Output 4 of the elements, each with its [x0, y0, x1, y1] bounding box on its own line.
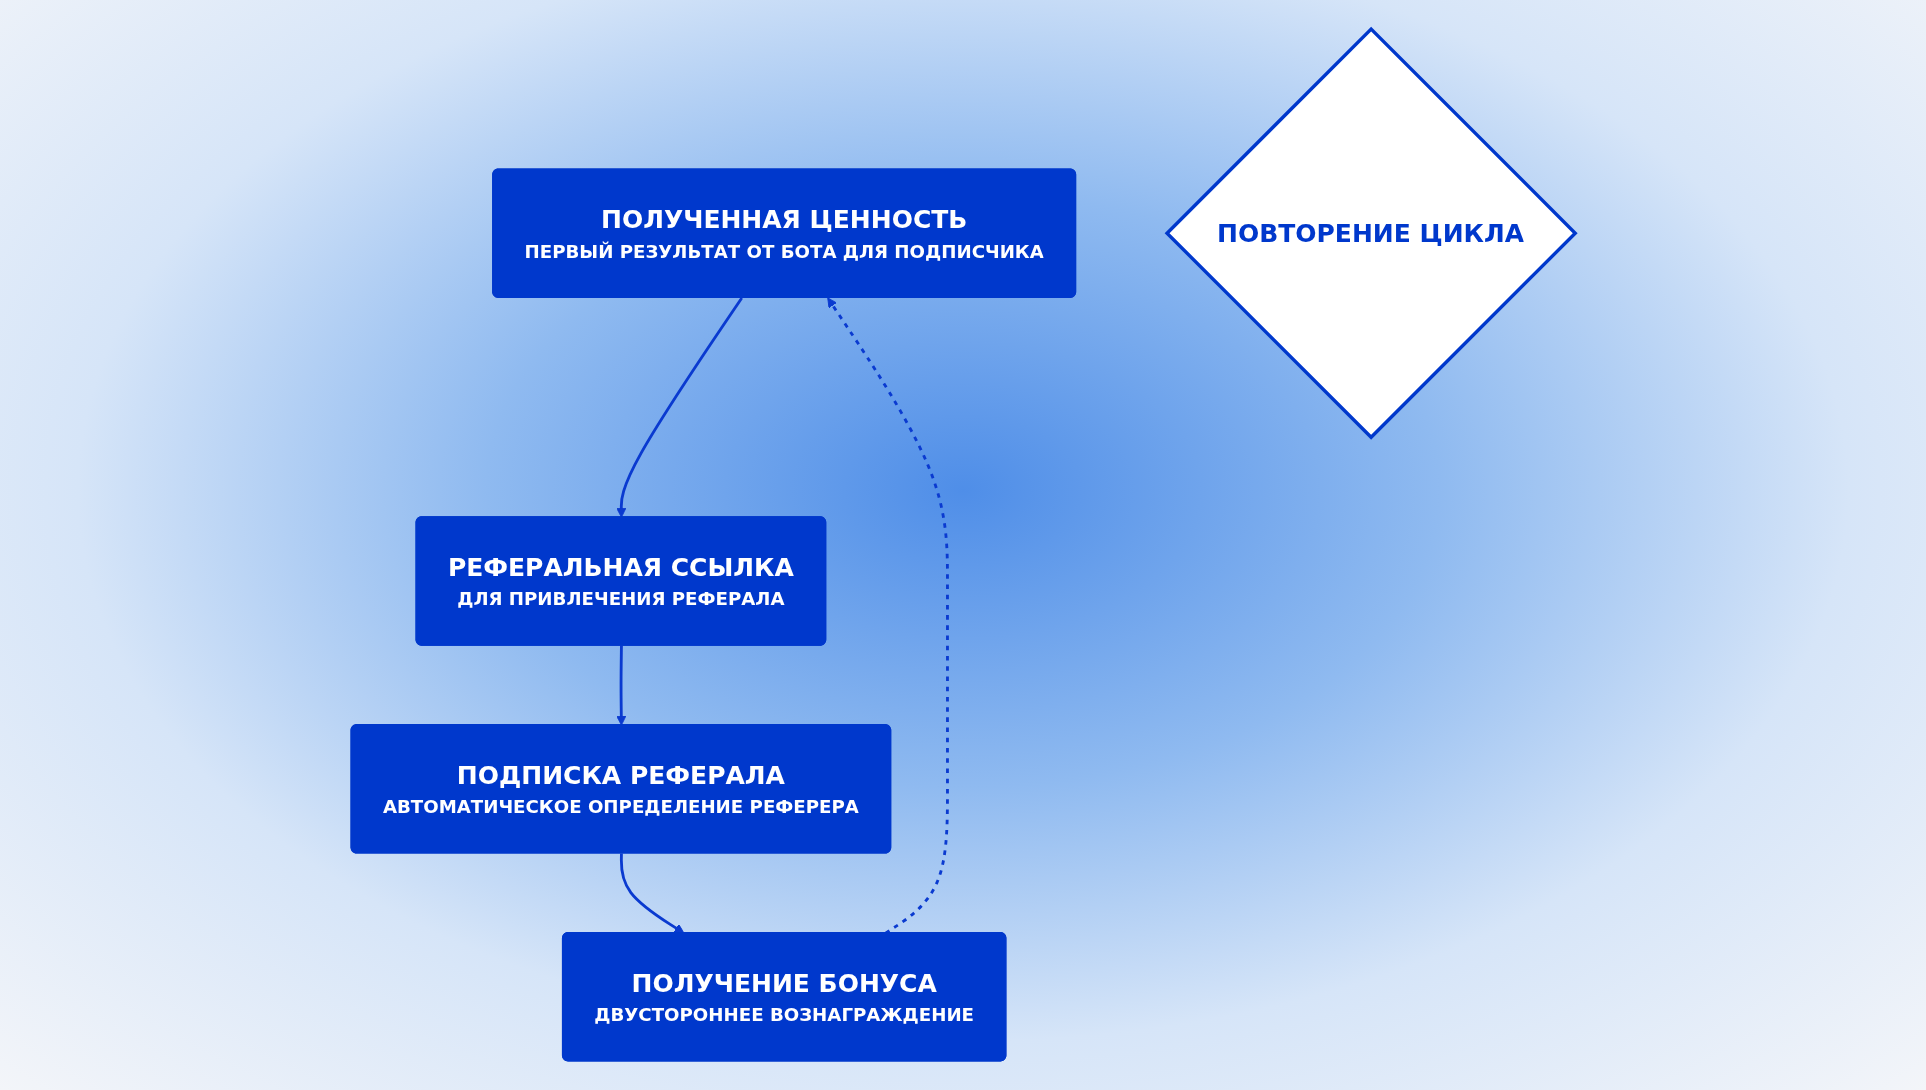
arrow — [619, 853, 685, 934]
arrow — [616, 297, 743, 518]
node-diamond: ПОВТОРЕНИЕ ЦИКЛА — [1164, 26, 1578, 440]
arrow — [616, 645, 627, 726]
